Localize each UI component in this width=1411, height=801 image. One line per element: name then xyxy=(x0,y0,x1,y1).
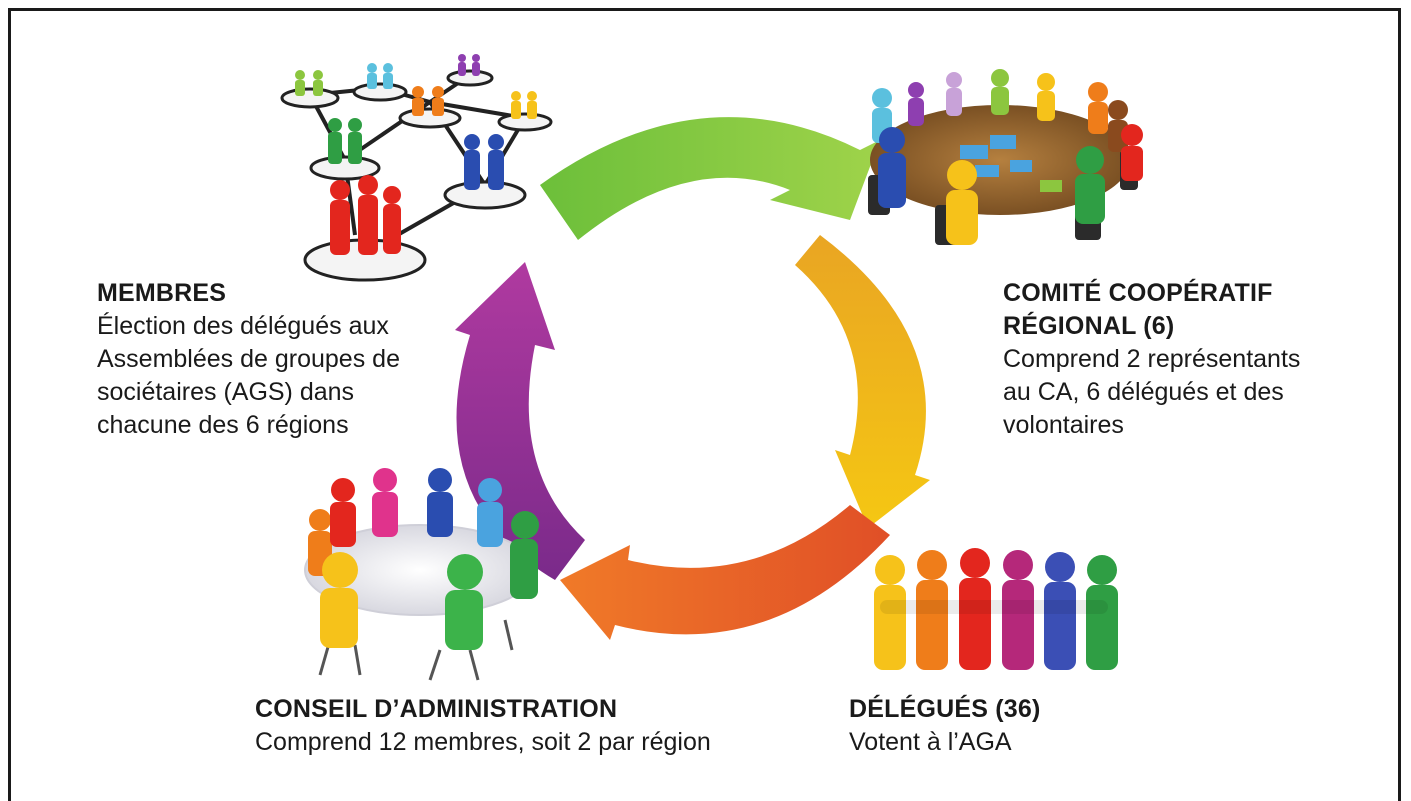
description-line: chacune des 6 régions xyxy=(97,411,349,439)
node-description: Comprend 2 représentants au CA, 6 délégu… xyxy=(1003,343,1363,442)
node-title: COMITÉ COOPÉRATIF RÉGIONAL (6) xyxy=(1003,277,1363,343)
node-description: Votent à l’AGA xyxy=(849,728,1012,756)
node-description: Comprend 12 membres, soit 2 par région xyxy=(255,728,711,756)
diagram-frame xyxy=(8,8,1401,801)
node-title: CONSEIL D’ADMINISTRATION xyxy=(255,695,618,723)
node-comite: COMITÉ COOPÉRATIF RÉGIONAL (6) Comprend … xyxy=(1003,277,1363,442)
people-group-arm-in-arm-icon xyxy=(874,548,1118,670)
node-title: MEMBRES xyxy=(97,279,227,307)
description-line: sociétaires (AGS) dans xyxy=(97,378,355,406)
people-network-icon xyxy=(280,54,553,282)
description-line: Comprend 2 représentants xyxy=(1003,345,1301,373)
description-line: au CA, 6 délégués et des xyxy=(1003,378,1284,406)
node-membres: MEMBRES Élection des délégués aux Assemb… xyxy=(97,277,437,442)
arrow-delegues-to-conseil xyxy=(560,505,890,640)
title-line: COMITÉ COOPÉRATIF xyxy=(1003,279,1273,307)
title-line: RÉGIONAL (6) xyxy=(1003,312,1175,340)
description-line: Assemblées de groupes de xyxy=(97,345,400,373)
arrow-membres-to-comite xyxy=(540,117,880,240)
node-delegues: DÉLÉGUÉS (36) Votent à l’AGA xyxy=(849,693,1169,759)
node-description: Élection des délégués aux Assemblées de … xyxy=(97,310,437,442)
round-table-puzzle-meeting-icon xyxy=(868,69,1143,245)
description-line: volontaires xyxy=(1003,411,1124,439)
description-line: Élection des délégués aux xyxy=(97,312,389,340)
round-table-meeting-icon xyxy=(304,468,539,681)
arrow-comite-to-delegues xyxy=(795,235,930,528)
node-title: DÉLÉGUÉS (36) xyxy=(849,695,1041,723)
node-conseil: CONSEIL D’ADMINISTRATION Comprend 12 mem… xyxy=(255,693,775,759)
